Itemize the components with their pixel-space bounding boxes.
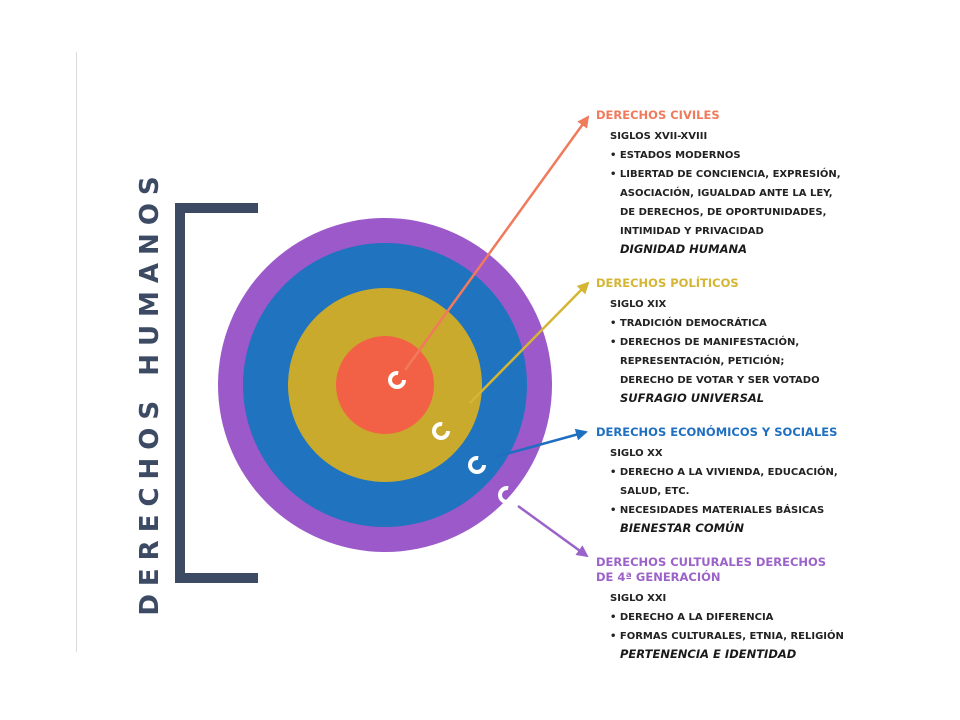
culturales-period: SIGLO XXI (610, 593, 667, 604)
arrow-economicos (494, 428, 588, 459)
economicos-period: SIGLO XX (610, 448, 663, 459)
economicos-conclusion: BIENESTAR COMÚN (620, 521, 744, 535)
civiles-item-2: LIBERTAD DE CONCIENCIA, EXPRESIÓN, ASOCI… (596, 165, 896, 241)
culturales-item-2-line-1: FORMAS CULTURALES, ETNIA, RELIGIÓN (610, 627, 910, 646)
culturales-item-1: DERECHO A LA DIFERENCIA (596, 608, 910, 627)
block-politicos: DERECHOS POLÍTICOS SIGLO XIX TRADICIÓN D… (596, 276, 896, 406)
block-culturales: DERECHOS CULTURALES DERECHOS DE 4ª GENER… (596, 555, 846, 662)
title-bracket (175, 203, 258, 583)
civiles-heading: DERECHOS CIVILES (596, 108, 720, 122)
civiles-item-1: ESTADOS MODERNOS (596, 146, 896, 165)
marker-civiles (388, 371, 406, 389)
politicos-item-2-line-3: DERECHO DE VOTAR Y SER VOTADO (620, 375, 820, 386)
civiles-conclusion: DIGNIDAD HUMANA (620, 242, 747, 256)
culturales-item-1-line-1: DERECHO A LA DIFERENCIA (610, 608, 910, 627)
civiles-item-2-line-2: ASOCIACIÓN, IGUALDAD ANTE LA LEY, (620, 188, 833, 199)
politicos-item-1: TRADICIÓN DEMOCRÁTICA (596, 314, 896, 333)
civiles-item-2-line-4: INTIMIDAD Y PRIVACIDAD (620, 226, 764, 237)
politicos-item-2: DERECHOS DE MANIFESTACIÓN, REPRESENTACIÓ… (596, 333, 896, 390)
civiles-period: SIGLOS XVII-XVIII (610, 131, 708, 142)
culturales-heading: DERECHOS CULTURALES DERECHOS DE 4ª GENER… (596, 555, 827, 584)
culturales-conclusion: PERTENENCIA E IDENTIDAD (620, 647, 797, 661)
ring-civiles (336, 336, 434, 434)
economicos-item-1-line-1: DERECHO A LA VIVIENDA, EDUCACIÓN, (610, 463, 896, 482)
economicos-item-2: NECESIDADES MATERIALES BÁSICAS (596, 501, 896, 520)
politicos-item-2-line-2: REPRESENTACIÓN, PETICIÓN; (620, 356, 785, 367)
block-civiles: DERECHOS CIVILES SIGLOS XVII-XVIII ESTAD… (596, 108, 896, 257)
arrow-culturales (517, 504, 589, 558)
economicos-item-2-line-1: NECESIDADES MATERIALES BÁSICAS (610, 501, 896, 520)
page-left-rule (76, 52, 77, 652)
culturales-item-2: FORMAS CULTURALES, ETNIA, RELIGIÓN (596, 627, 910, 646)
arrow-civiles (403, 115, 590, 371)
politicos-period: SIGLO XIX (610, 299, 667, 310)
civiles-item-1-line-1: ESTADOS MODERNOS (610, 146, 896, 165)
block-economicos: DERECHOS ECONÓMICOS Y SOCIALES SIGLO XX … (596, 425, 896, 536)
marker-economicos (468, 456, 486, 474)
civiles-item-2-line-1: LIBERTAD DE CONCIENCIA, EXPRESIÓN, (610, 165, 896, 184)
marker-politicos (432, 422, 450, 440)
arrow-politicos (469, 281, 590, 404)
politicos-heading: DERECHOS POLÍTICOS (596, 276, 739, 290)
economicos-item-1-line-2: SALUD, ETC. (620, 486, 690, 497)
politicos-conclusion: SUFRAGIO UNIVERSAL (620, 391, 765, 405)
economicos-heading: DERECHOS ECONÓMICOS Y SOCIALES (596, 425, 838, 439)
economicos-item-1: DERECHO A LA VIVIENDA, EDUCACIÓN, SALUD,… (596, 463, 896, 501)
marker-culturales (498, 486, 516, 504)
politicos-item-1-line-1: TRADICIÓN DEMOCRÁTICA (610, 314, 896, 333)
civiles-item-2-line-3: DE DERECHOS, DE OPORTUNIDADES, (620, 207, 827, 218)
politicos-item-2-line-1: DERECHOS DE MANIFESTACIÓN, (610, 333, 896, 352)
